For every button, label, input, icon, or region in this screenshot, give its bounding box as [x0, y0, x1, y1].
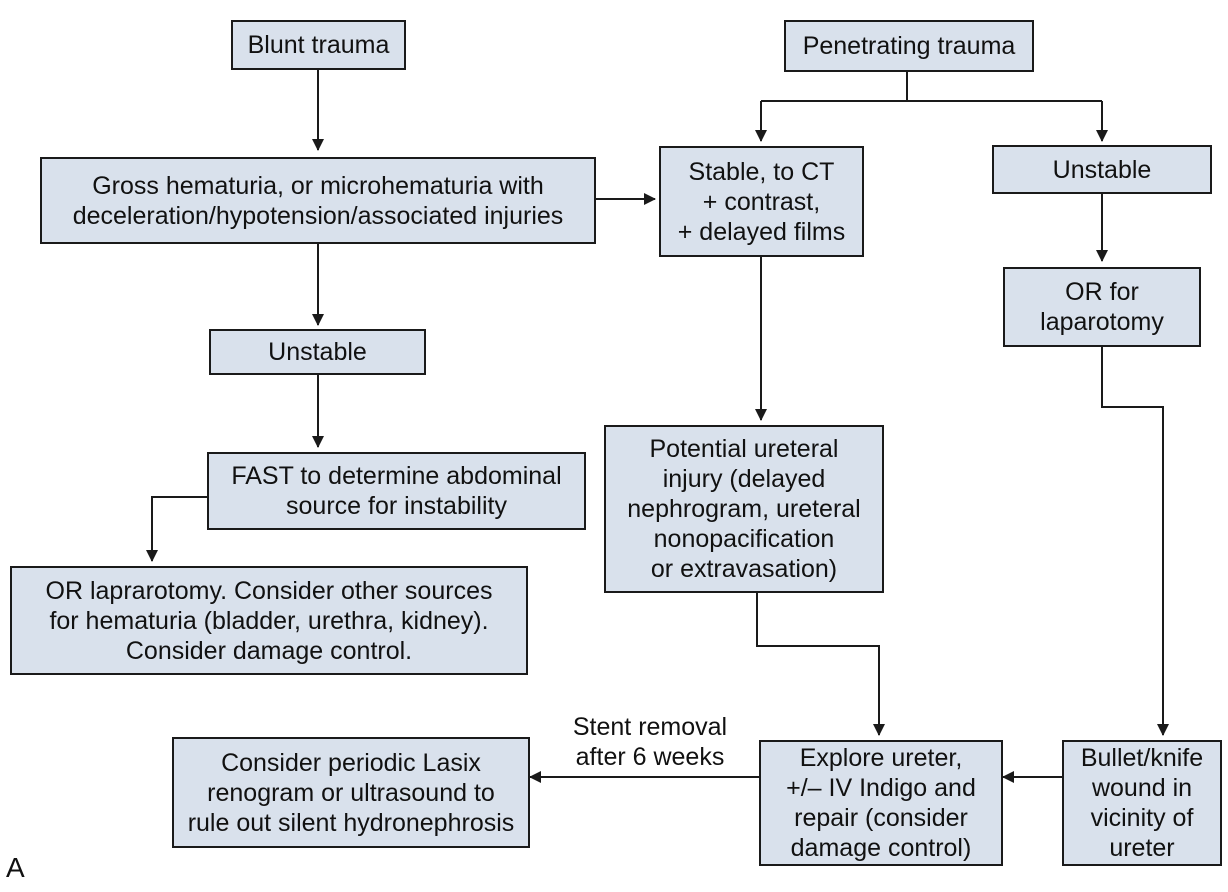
- node-fast: FAST to determine abdominal source for i…: [207, 452, 586, 530]
- node-unstable-blunt: Unstable: [209, 329, 426, 375]
- node-potential-ureteral-injury: Potential ureteral injury (delayed nephr…: [604, 425, 884, 593]
- arrow-fast-to-or-laprarotomy: [146, 496, 207, 562]
- node-unstable-penetrating: Unstable: [992, 145, 1212, 194]
- node-stable-ct: Stable, to CT + contrast, + delayed film…: [659, 146, 864, 257]
- panel-letter: A: [6, 852, 25, 883]
- edge-label-stent-removal: Stent removal after 6 weeks: [572, 713, 728, 771]
- node-or-laprarotomy: OR laprarotomy. Consider other sources f…: [10, 566, 528, 675]
- node-gross-hematuria: Gross hematuria, or microhematuria with …: [40, 157, 596, 244]
- node-blunt-trauma: Blunt trauma: [231, 20, 406, 70]
- node-or-for-laparotomy: OR for laparotomy: [1003, 267, 1201, 347]
- node-bullet-knife-wound: Bullet/knife wound in vicinity of ureter: [1062, 740, 1222, 866]
- arrow-potential-ureteral-to-explore-ureter: [756, 593, 885, 736]
- arrow-or-laparotomy-to-bullet-knife: [1101, 347, 1169, 736]
- node-penetrating-trauma: Penetrating trauma: [784, 20, 1034, 72]
- node-explore-ureter: Explore ureter, +/– IV Indigo and repair…: [759, 740, 1003, 866]
- node-lasix-renogram: Consider periodic Lasix renogram or ultr…: [172, 737, 530, 848]
